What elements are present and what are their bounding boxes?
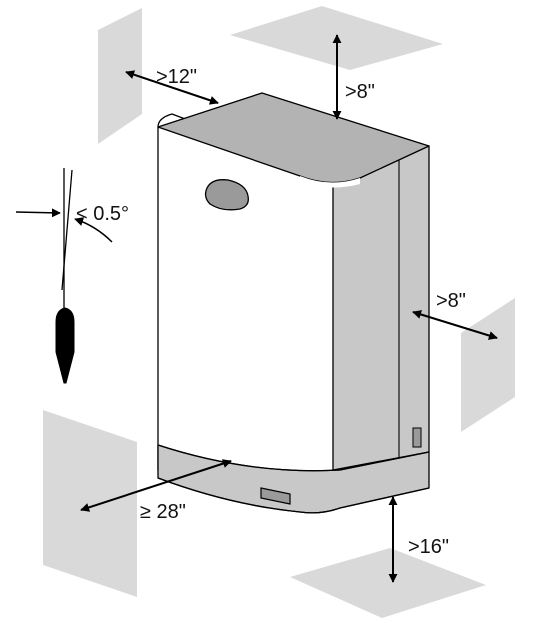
- cabinet: [157, 92, 430, 514]
- clearance-plane-bottom: [290, 548, 486, 618]
- clearance-plane-left: [98, 8, 142, 144]
- arrow-plumb-right: [74, 217, 113, 243]
- label-top-clearance: >8": [345, 81, 375, 103]
- plumb-bob-icon: [55, 307, 75, 384]
- tilt-line: [61, 169, 73, 291]
- cabinet-right-side: [332, 145, 430, 471]
- arrow-front-clearance: [80, 459, 232, 512]
- clearance-plane-right: [461, 298, 515, 432]
- rectangle-port: [412, 427, 422, 448]
- arrow-plumb-left: [15, 208, 61, 218]
- label-front-clearance: ≥ 28": [140, 501, 186, 523]
- clearance-plane-front: [43, 410, 137, 597]
- label-bottom-clearance: >16": [408, 536, 449, 558]
- label-left-clearance: >12": [156, 66, 197, 88]
- arrow-left-clearance: [125, 70, 219, 105]
- plumb-indicator: [15, 168, 113, 384]
- cabinet-top-corner-front: [300, 176, 360, 188]
- oval-sight-glass: [204, 179, 249, 211]
- base-port: [260, 487, 291, 505]
- arrow-right-clearance: [412, 310, 498, 340]
- label-right-clearance: >8": [436, 290, 466, 312]
- label-plumb-tolerance: < 0.5°: [76, 203, 129, 225]
